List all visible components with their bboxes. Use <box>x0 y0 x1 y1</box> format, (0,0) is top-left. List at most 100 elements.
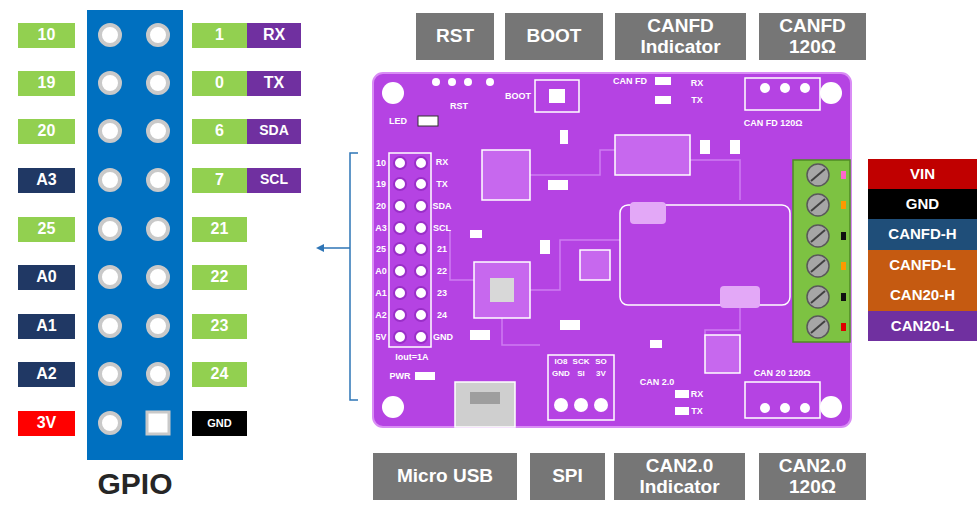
reset-pad <box>486 78 494 86</box>
box-text: 21 <box>211 220 229 238</box>
silkscreen-label: SI <box>577 370 585 378</box>
spi-header <box>548 355 614 420</box>
silkscreen-label: 20 <box>376 202 386 211</box>
screw-slot <box>811 199 825 211</box>
board-pin <box>415 222 427 234</box>
box-text: 19 <box>38 74 56 92</box>
terminal-label: CAN20-H <box>868 280 977 311</box>
silkscreen-label: A2 <box>375 311 387 320</box>
board-pin <box>394 200 406 212</box>
silkscreen-label: 22 <box>437 267 447 276</box>
jumper-pin <box>780 83 790 93</box>
silkscreen-label: TX <box>436 180 448 189</box>
pcb-board <box>373 73 851 427</box>
silkscreen-label: SDA <box>432 202 451 211</box>
signal-label: TX <box>247 71 301 96</box>
led-component <box>655 96 671 104</box>
box-text: 20 <box>38 122 56 140</box>
mounting-hole <box>382 82 404 104</box>
board-pin <box>394 331 406 343</box>
pin-number-label: 6 <box>192 119 247 144</box>
silkscreen-label: RX <box>691 79 704 88</box>
header-pin <box>148 73 168 93</box>
silkscreen-label: 21 <box>437 245 447 254</box>
jumper-pin <box>800 403 810 413</box>
terminal-label: CAN20-L <box>868 311 977 341</box>
terminal-label: CANFD-L <box>868 250 977 280</box>
screw-slot <box>811 260 825 272</box>
header-pin <box>100 267 120 287</box>
box-text: 23 <box>211 317 229 335</box>
boot-button <box>535 80 579 112</box>
silkscreen-label: 3V <box>596 370 606 378</box>
canfd-transceiver <box>615 135 690 175</box>
box-text: CAN20-L <box>891 318 954 335</box>
led-component <box>418 116 438 126</box>
box-text: 0 <box>215 74 224 92</box>
pad <box>630 202 666 224</box>
board-pin <box>415 178 427 190</box>
feature-callout: CAN2.0 Indicator <box>614 453 745 500</box>
trace <box>530 240 620 290</box>
pin-number-label: 10 <box>18 23 75 48</box>
reset-pad <box>464 78 472 86</box>
header-pin <box>100 170 120 190</box>
micro-usb-connector <box>455 382 515 427</box>
signal-label: SDA <box>247 119 301 144</box>
wire-mark <box>841 293 846 301</box>
smd-part <box>560 130 568 144</box>
board-pin <box>394 309 406 321</box>
signal-label: RX <box>247 23 301 48</box>
box-text: SPI <box>552 466 583 487</box>
pin-number-label: 24 <box>192 362 247 387</box>
pin-number-label: 1 <box>192 23 247 48</box>
box-text: RX <box>263 26 285 44</box>
screw-slot <box>811 230 825 242</box>
header-pin <box>100 316 120 336</box>
smd-part <box>470 230 482 238</box>
board-pin <box>394 178 406 190</box>
can20-transceiver <box>705 335 740 373</box>
feature-callout: BOOT <box>505 13 603 60</box>
silkscreen-label: TX <box>691 407 703 416</box>
mounting-hole <box>820 396 842 418</box>
header-pin <box>100 25 120 45</box>
board-pin <box>394 287 406 299</box>
board-pin <box>415 287 427 299</box>
feature-callout: CANFD 120Ω <box>759 13 866 60</box>
mcu-pad <box>490 278 514 302</box>
feature-callout: CANFD Indicator <box>615 13 746 60</box>
silkscreen-label: 5V <box>375 333 386 342</box>
signal-label: SCL <box>247 168 301 193</box>
box-text: 22 <box>211 268 229 286</box>
feature-callout: CAN2.0 120Ω <box>759 453 866 500</box>
pin-number-label: 23 <box>192 314 247 339</box>
terminal-screw <box>807 255 829 277</box>
pwr-led <box>415 372 435 380</box>
header-pin <box>100 219 120 239</box>
wire-mark <box>841 232 846 240</box>
board-pin <box>394 243 406 255</box>
board-pin <box>394 157 406 169</box>
smd-part <box>730 140 740 154</box>
header-title: GPIO <box>97 469 172 499</box>
board-pin <box>415 243 427 255</box>
silkscreen-label: SCL <box>433 224 451 233</box>
silkscreen-label: A3 <box>375 224 387 233</box>
reset-pad <box>432 78 440 86</box>
terminal-screw <box>807 316 829 338</box>
box-text: RST <box>436 26 474 47</box>
box-text: CANFD-L <box>889 257 956 274</box>
box-text: GND <box>207 417 231 429</box>
box-text: 10 <box>38 26 56 44</box>
feature-callout: Micro USB <box>373 453 517 500</box>
gpio-header <box>87 10 183 460</box>
screw-slot <box>811 291 825 303</box>
terminal-block <box>793 160 850 342</box>
box-text: SCL <box>260 172 288 187</box>
terminal-screw <box>807 286 829 308</box>
box-text: BOOT <box>527 26 582 47</box>
smd-part <box>560 320 580 330</box>
